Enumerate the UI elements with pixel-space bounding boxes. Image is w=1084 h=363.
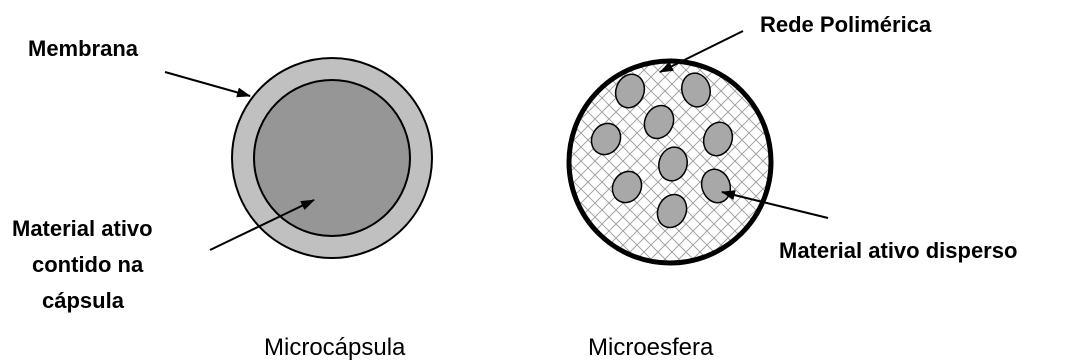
membrane-label: Membrana	[28, 36, 139, 61]
core-label-line-3: cápsula	[42, 288, 125, 313]
microsphere-group: Rede Polimérica Material ativo disperso …	[569, 12, 1017, 361]
microcapsule-group: Membrana Material ativo contido na cápsu…	[12, 36, 432, 361]
dispersed-label: Material ativo disperso	[779, 238, 1017, 263]
microsphere-caption: Microesfera	[588, 334, 714, 361]
network-label: Rede Polimérica	[760, 12, 932, 37]
membrane-arrow	[165, 72, 250, 96]
microcapsule-core	[254, 80, 410, 236]
core-label-line-1: Material ativo	[12, 216, 153, 241]
core-label-line-2: contido na	[32, 252, 144, 277]
microcapsule-caption: Microcápsula	[264, 334, 406, 361]
